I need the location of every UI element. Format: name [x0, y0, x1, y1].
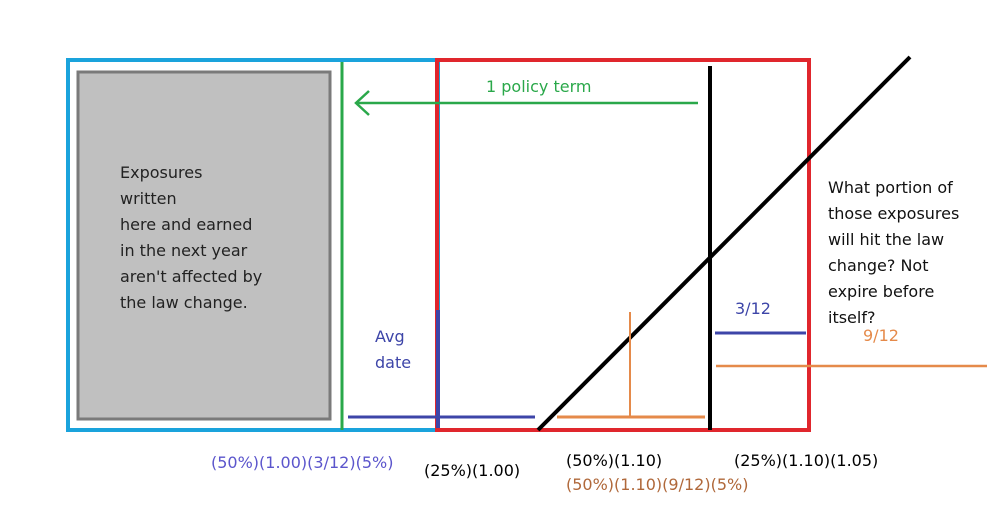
question-line: itself?	[828, 308, 876, 327]
formula-3: (50%)(1.10)	[566, 451, 663, 470]
gray-box-line: in the next year	[120, 241, 248, 260]
avg-date-line: date	[375, 353, 412, 372]
gray-box-text: Exposures written here and earned in the…	[120, 160, 320, 316]
gray-box-line: here and earned	[120, 215, 253, 234]
question-line: those exposures	[828, 204, 960, 223]
fraction-9-12-label: 9/12	[863, 326, 899, 345]
question-line: will hit the law	[828, 230, 945, 249]
black-diagonal-line	[536, 55, 912, 432]
question-text: What portion of those exposures will hit…	[828, 175, 978, 331]
question-line: expire before	[828, 282, 935, 301]
policy-term-label: 1 policy term	[486, 77, 592, 96]
question-line: change? Not	[828, 256, 929, 275]
avg-date-line: Avg	[375, 327, 405, 346]
gray-box-line: the law change.	[120, 293, 248, 312]
formula-1: (50%)(1.00)(3/12)(5%)	[211, 453, 394, 472]
fraction-3-12-label: 3/12	[735, 299, 771, 318]
policy-term-arrowhead	[354, 90, 370, 116]
gray-box-line: Exposures	[120, 163, 203, 182]
question-line: What portion of	[828, 178, 953, 197]
gray-box	[76, 70, 332, 421]
avg-date-label: Avg date	[375, 324, 411, 376]
formula-4: (50%)(1.10)(9/12)(5%)	[566, 475, 749, 494]
gray-box-line: written	[120, 189, 177, 208]
formula-2: (25%)(1.00)	[424, 461, 521, 480]
red-box	[435, 58, 811, 432]
gray-box-line: aren't affected by	[120, 267, 263, 286]
formula-5: (25%)(1.10)(1.05)	[734, 451, 879, 470]
